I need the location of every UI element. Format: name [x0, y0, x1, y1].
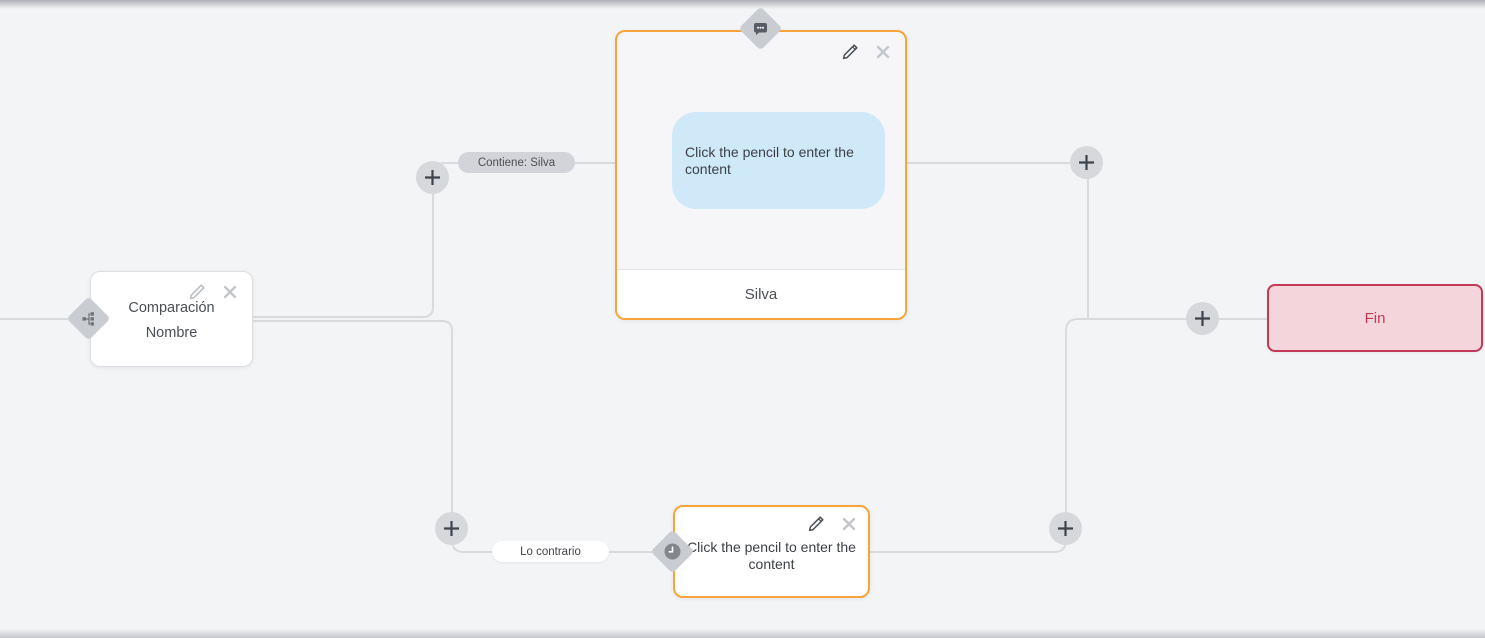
plus-icon — [1058, 521, 1073, 536]
edge-label-otherwise-text: Lo contrario — [520, 545, 581, 558]
pencil-icon[interactable] — [841, 43, 859, 61]
add-block-button-top-left[interactable] — [416, 161, 449, 194]
plus-icon — [444, 521, 459, 536]
message-node-badge — [738, 6, 783, 51]
condition-node-badge — [66, 296, 111, 341]
delay-node-badge — [650, 529, 695, 574]
end-node[interactable]: Fin — [1267, 284, 1483, 352]
close-icon[interactable] — [874, 43, 892, 61]
pencil-icon[interactable] — [807, 515, 825, 533]
add-block-button-bottom-left[interactable] — [435, 512, 468, 545]
message-bubble-text: Click the pencil to enter the content — [685, 144, 854, 177]
plus-icon — [425, 170, 440, 185]
delay-node-placeholder: Click the pencil to enter the content — [687, 539, 856, 572]
close-icon[interactable] — [840, 515, 858, 533]
plus-icon — [1195, 311, 1210, 326]
branch-icon — [73, 303, 104, 334]
edge-label-otherwise: Lo contrario — [492, 541, 609, 562]
add-block-button-bottom-right[interactable] — [1049, 512, 1082, 545]
add-block-button-before-end[interactable] — [1186, 302, 1219, 335]
edge-label-match: Contiene: Silva — [458, 152, 575, 173]
condition-node-subtitle: Nombre — [145, 325, 198, 341]
edge-label-match-text: Contiene: Silva — [477, 156, 556, 169]
end-node-label: Fin — [1364, 309, 1386, 327]
add-block-button-top-right[interactable] — [1070, 146, 1103, 179]
condition-node[interactable]: Comparación Nombre — [90, 271, 253, 367]
delay-node[interactable]: Click the pencil to enter the content — [673, 505, 870, 598]
plus-icon — [1079, 155, 1094, 170]
message-node-footer: Silva — [617, 269, 905, 318]
message-node-footer-label: Silva — [744, 285, 778, 303]
message-node[interactable]: Click the pencil to enter the content Si… — [615, 30, 907, 320]
chat-bubble-icon — [745, 13, 776, 44]
condition-node-title: Comparación — [128, 300, 215, 316]
close-icon[interactable] — [221, 283, 239, 301]
clock-icon — [657, 536, 688, 567]
message-bubble: Click the pencil to enter the content — [672, 112, 885, 209]
pencil-icon[interactable] — [188, 283, 206, 301]
